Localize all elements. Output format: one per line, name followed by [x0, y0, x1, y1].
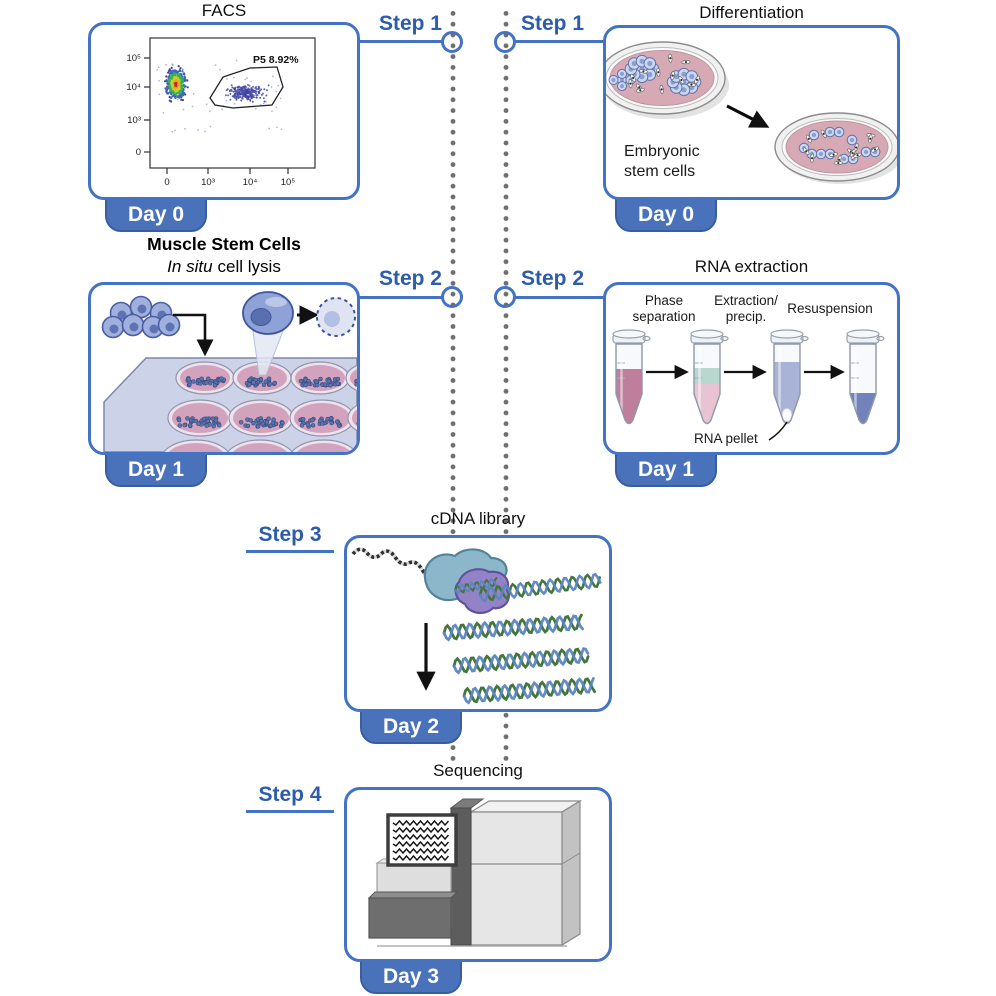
- step1-left-node: [441, 31, 463, 53]
- sequencer-machine: [367, 798, 583, 947]
- gate-polygon: [209, 66, 284, 109]
- magnified-cell: [242, 291, 294, 335]
- petri-dish-differentiated: [774, 112, 897, 184]
- step3-underline: [246, 550, 334, 553]
- step2-right-label: Step 2: [521, 267, 585, 290]
- step1-left-connector: [359, 40, 442, 43]
- rna-extraction-title: RNA extraction: [694, 257, 809, 276]
- svg-text:0: 0: [164, 177, 169, 188]
- petri-dish-illustration: [606, 41, 897, 184]
- svg-text:10⁴: 10⁴: [126, 82, 141, 93]
- dotted-timeline-left: [450, 8, 456, 762]
- sequencing-reads-screen: [392, 819, 450, 862]
- embryonic-stem-cells-label: Embryonic stem cells: [624, 143, 700, 180]
- mrna-strand: [351, 547, 437, 583]
- petri-dish-confluent: [606, 41, 729, 119]
- step4-underline: [246, 810, 334, 813]
- axis-ticks: [144, 57, 289, 174]
- sequencing-title: Sequencing: [433, 761, 523, 780]
- dna-helices: [442, 572, 602, 705]
- microcentrifuge-tubes: [612, 329, 885, 425]
- step1-left-label: Step 1: [378, 12, 442, 35]
- stage-label-extraction-precip: Extraction/precip.: [714, 293, 778, 324]
- svg-text:10⁵: 10⁵: [126, 53, 141, 64]
- lysis-panel: [88, 282, 360, 455]
- svg-text:10³: 10³: [127, 115, 141, 126]
- step2-left-node: [441, 286, 463, 308]
- plate-wells: [163, 361, 357, 452]
- lysed-cell: [316, 297, 356, 337]
- scatter-populations: [156, 59, 283, 133]
- axis-tick-labels: 10⁵ 10⁴ 10³ 0 0 10³ 10⁴ 10⁵: [126, 53, 295, 188]
- sequencer-illustration: [367, 798, 583, 947]
- step1-right-connector: [515, 40, 604, 43]
- tubes-illustration: [612, 329, 885, 441]
- pellet-pointer-line: [768, 421, 788, 441]
- sequencing-panel: [344, 787, 612, 962]
- step4-label: Step 4: [258, 783, 322, 806]
- gate-label: P5 8.92%: [253, 54, 299, 66]
- facs-title: FACS: [201, 1, 247, 20]
- well-plate-illustration: [101, 291, 357, 452]
- step1-right-node: [494, 31, 516, 53]
- seeding-arrow: [173, 313, 214, 357]
- dotted-timeline-right: [503, 8, 509, 762]
- rna-pellet-label: RNA pellet: [694, 431, 758, 446]
- facs-panel: 10⁵ 10⁴ 10³ 0 0 10³ 10⁴ 10⁵ P5 8.92%: [88, 22, 360, 200]
- cdna-illustration: [351, 547, 602, 705]
- step3-label: Step 3: [258, 523, 322, 546]
- stem-cell-cluster: [101, 295, 181, 339]
- lysis-subheading-italic: In situ: [167, 257, 213, 276]
- svg-text:10⁵: 10⁵: [281, 177, 296, 188]
- differentiation-panel: Embryonic stem cells: [603, 25, 900, 200]
- differentiation-arrow: [726, 104, 770, 128]
- stage-label-resuspension: Resuspension: [787, 301, 873, 316]
- lysis-subheading-rest: cell lysis: [217, 257, 281, 276]
- cdna-library-panel: [344, 535, 612, 712]
- step2-left-label: Step 2: [378, 267, 442, 290]
- cdna-library-title: cDNA library: [430, 509, 526, 528]
- facs-plot: 10⁵ 10⁴ 10³ 0 0 10³ 10⁴ 10⁵ P5 8.92%: [126, 37, 316, 188]
- step2-right-connector: [515, 296, 604, 299]
- step2-right-node: [494, 286, 516, 308]
- svg-text:10³: 10³: [201, 177, 215, 188]
- svg-text:10⁴: 10⁴: [243, 177, 258, 188]
- muscle-stem-cells-heading: Muscle Stem Cells: [147, 234, 301, 254]
- svg-text:0: 0: [136, 147, 141, 158]
- step2-left-connector: [359, 296, 442, 299]
- differentiation-title: Differentiation: [699, 3, 804, 22]
- step1-right-label: Step 1: [521, 12, 585, 35]
